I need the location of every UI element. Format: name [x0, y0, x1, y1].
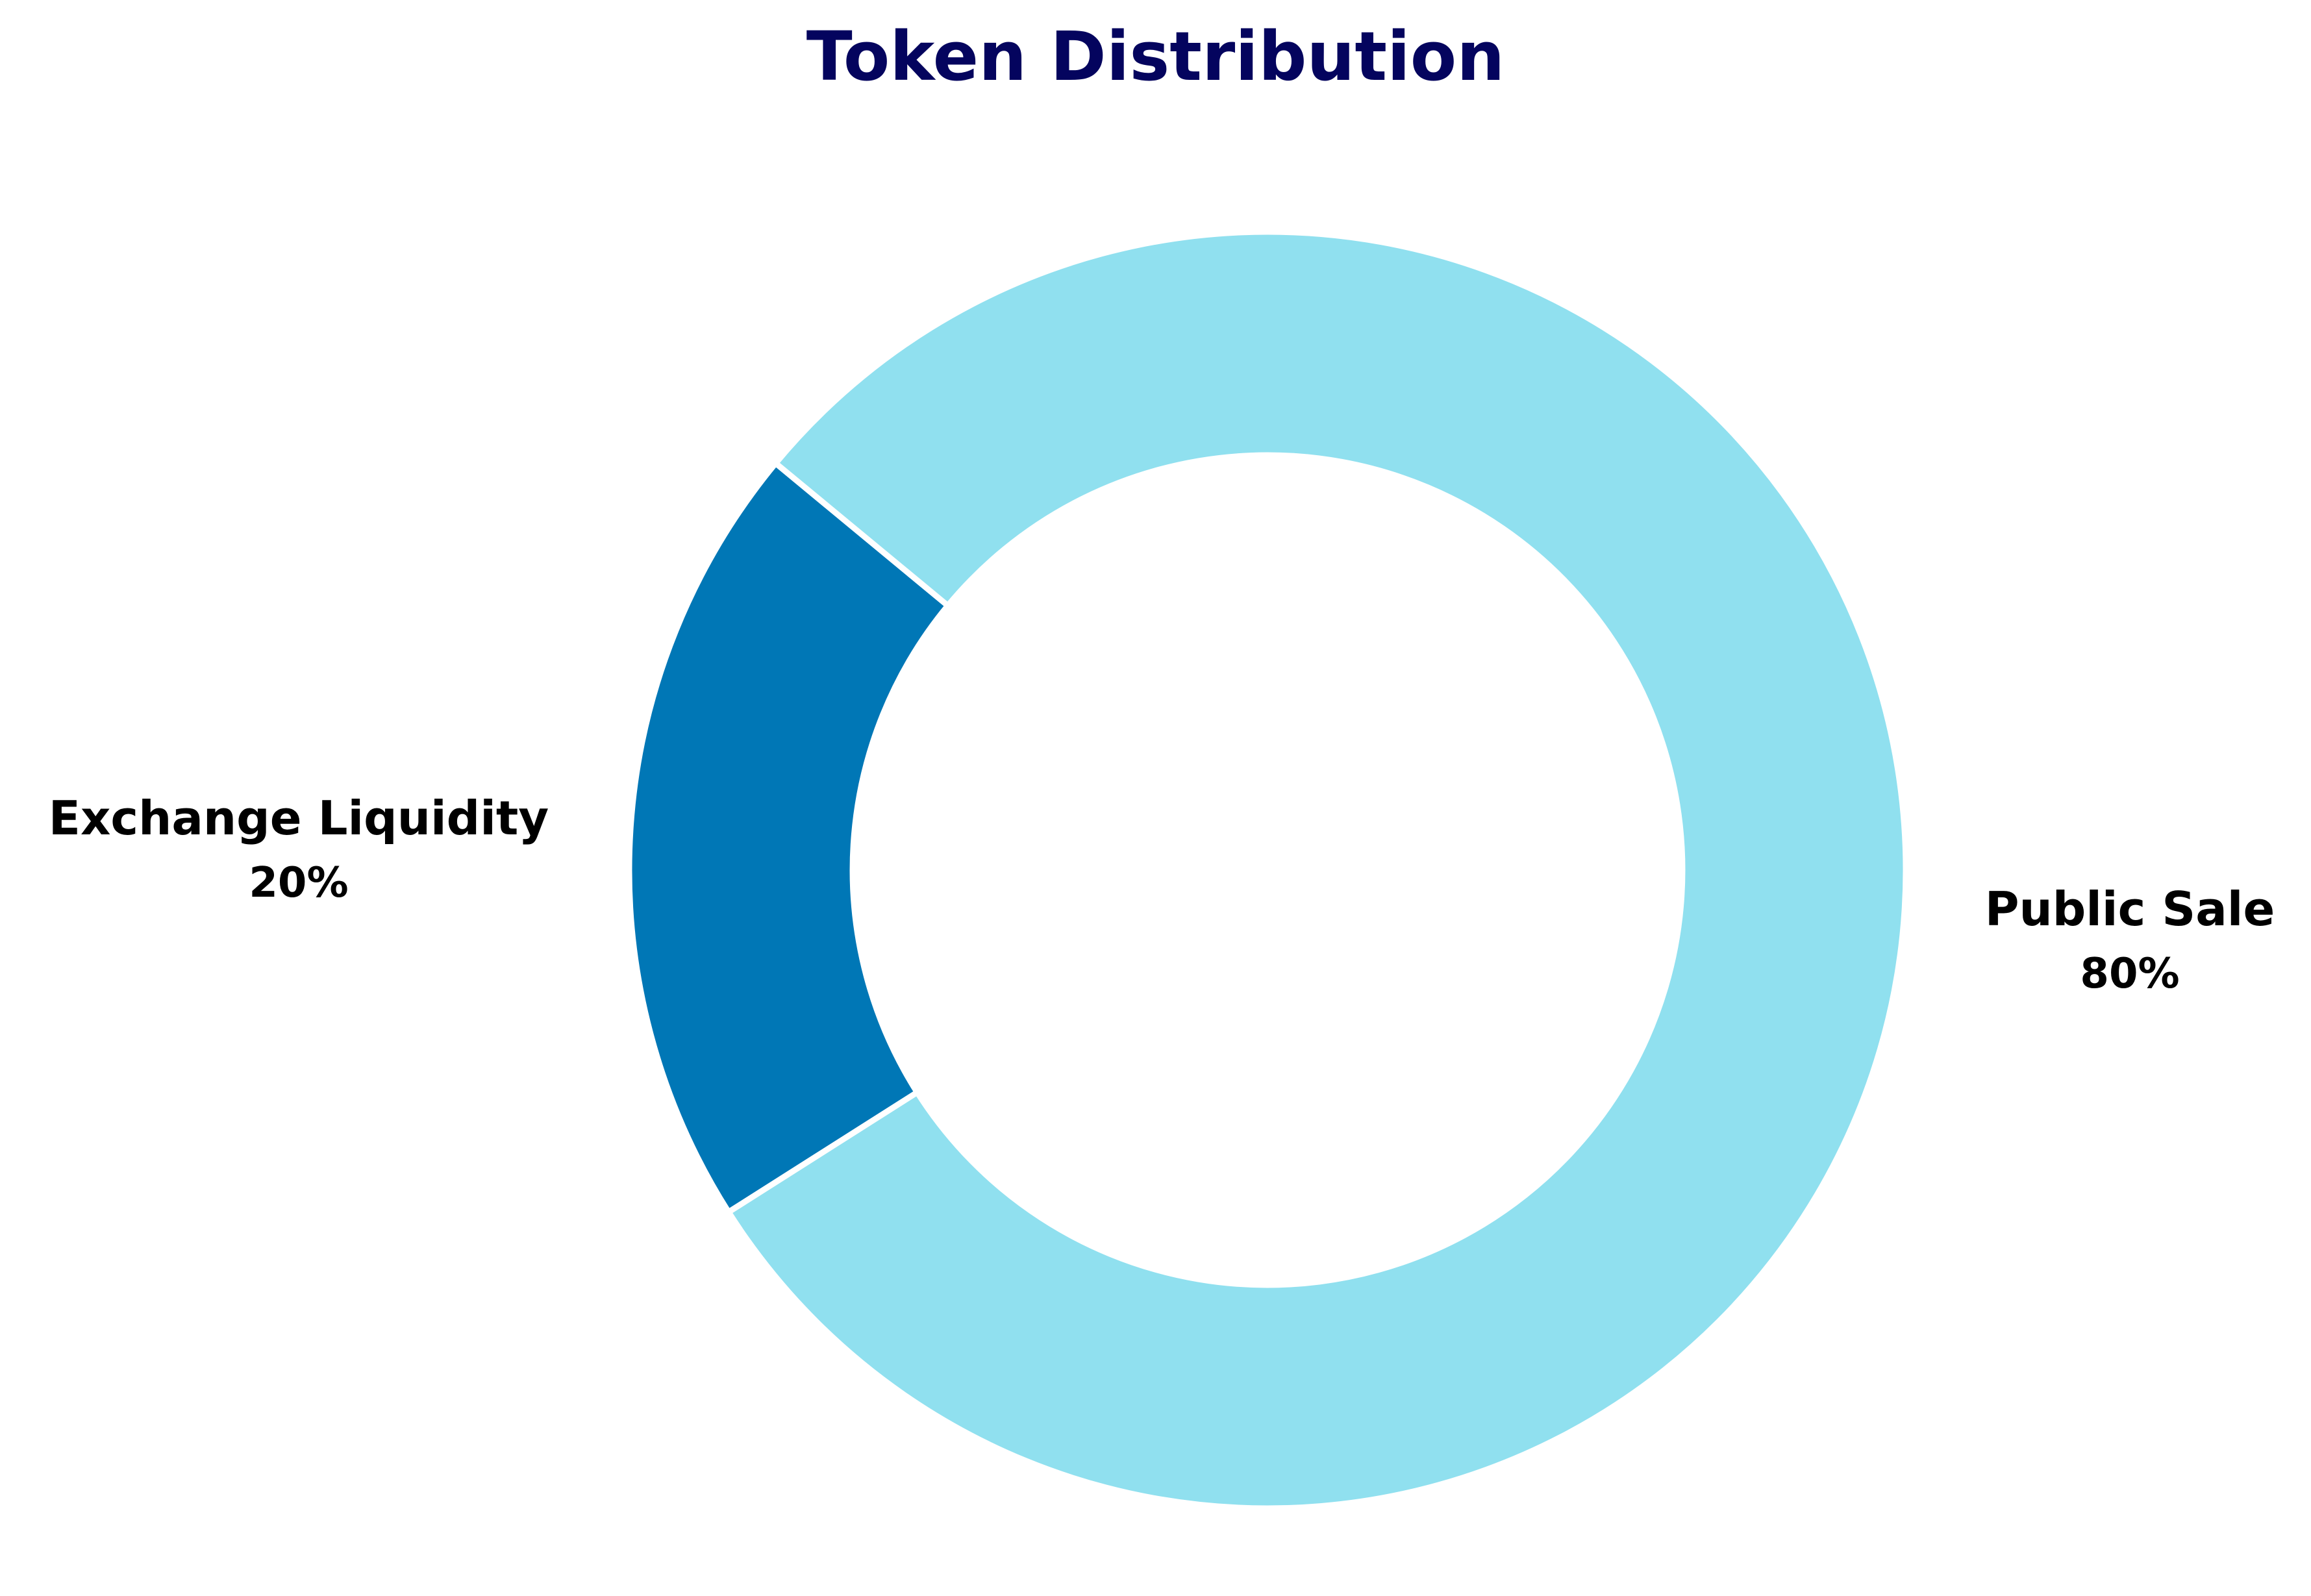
slice-label-name: Exchange Liquidity: [48, 791, 549, 845]
slice-label-percent: 80%: [2080, 950, 2180, 998]
label-public-sale: Public Sale 80%: [1985, 880, 2275, 1010]
label-exchange-liquidity: Exchange Liquidity 20%: [49, 789, 549, 919]
slice-label-name: Public Sale: [1984, 882, 2275, 936]
donut-slice-exchange-liquidity: [626, 459, 953, 1216]
chart-title: Token Distribution: [806, 17, 1505, 96]
slice-label-percent: 20%: [249, 859, 349, 907]
donut-slice-public-sale: [724, 229, 1909, 1512]
